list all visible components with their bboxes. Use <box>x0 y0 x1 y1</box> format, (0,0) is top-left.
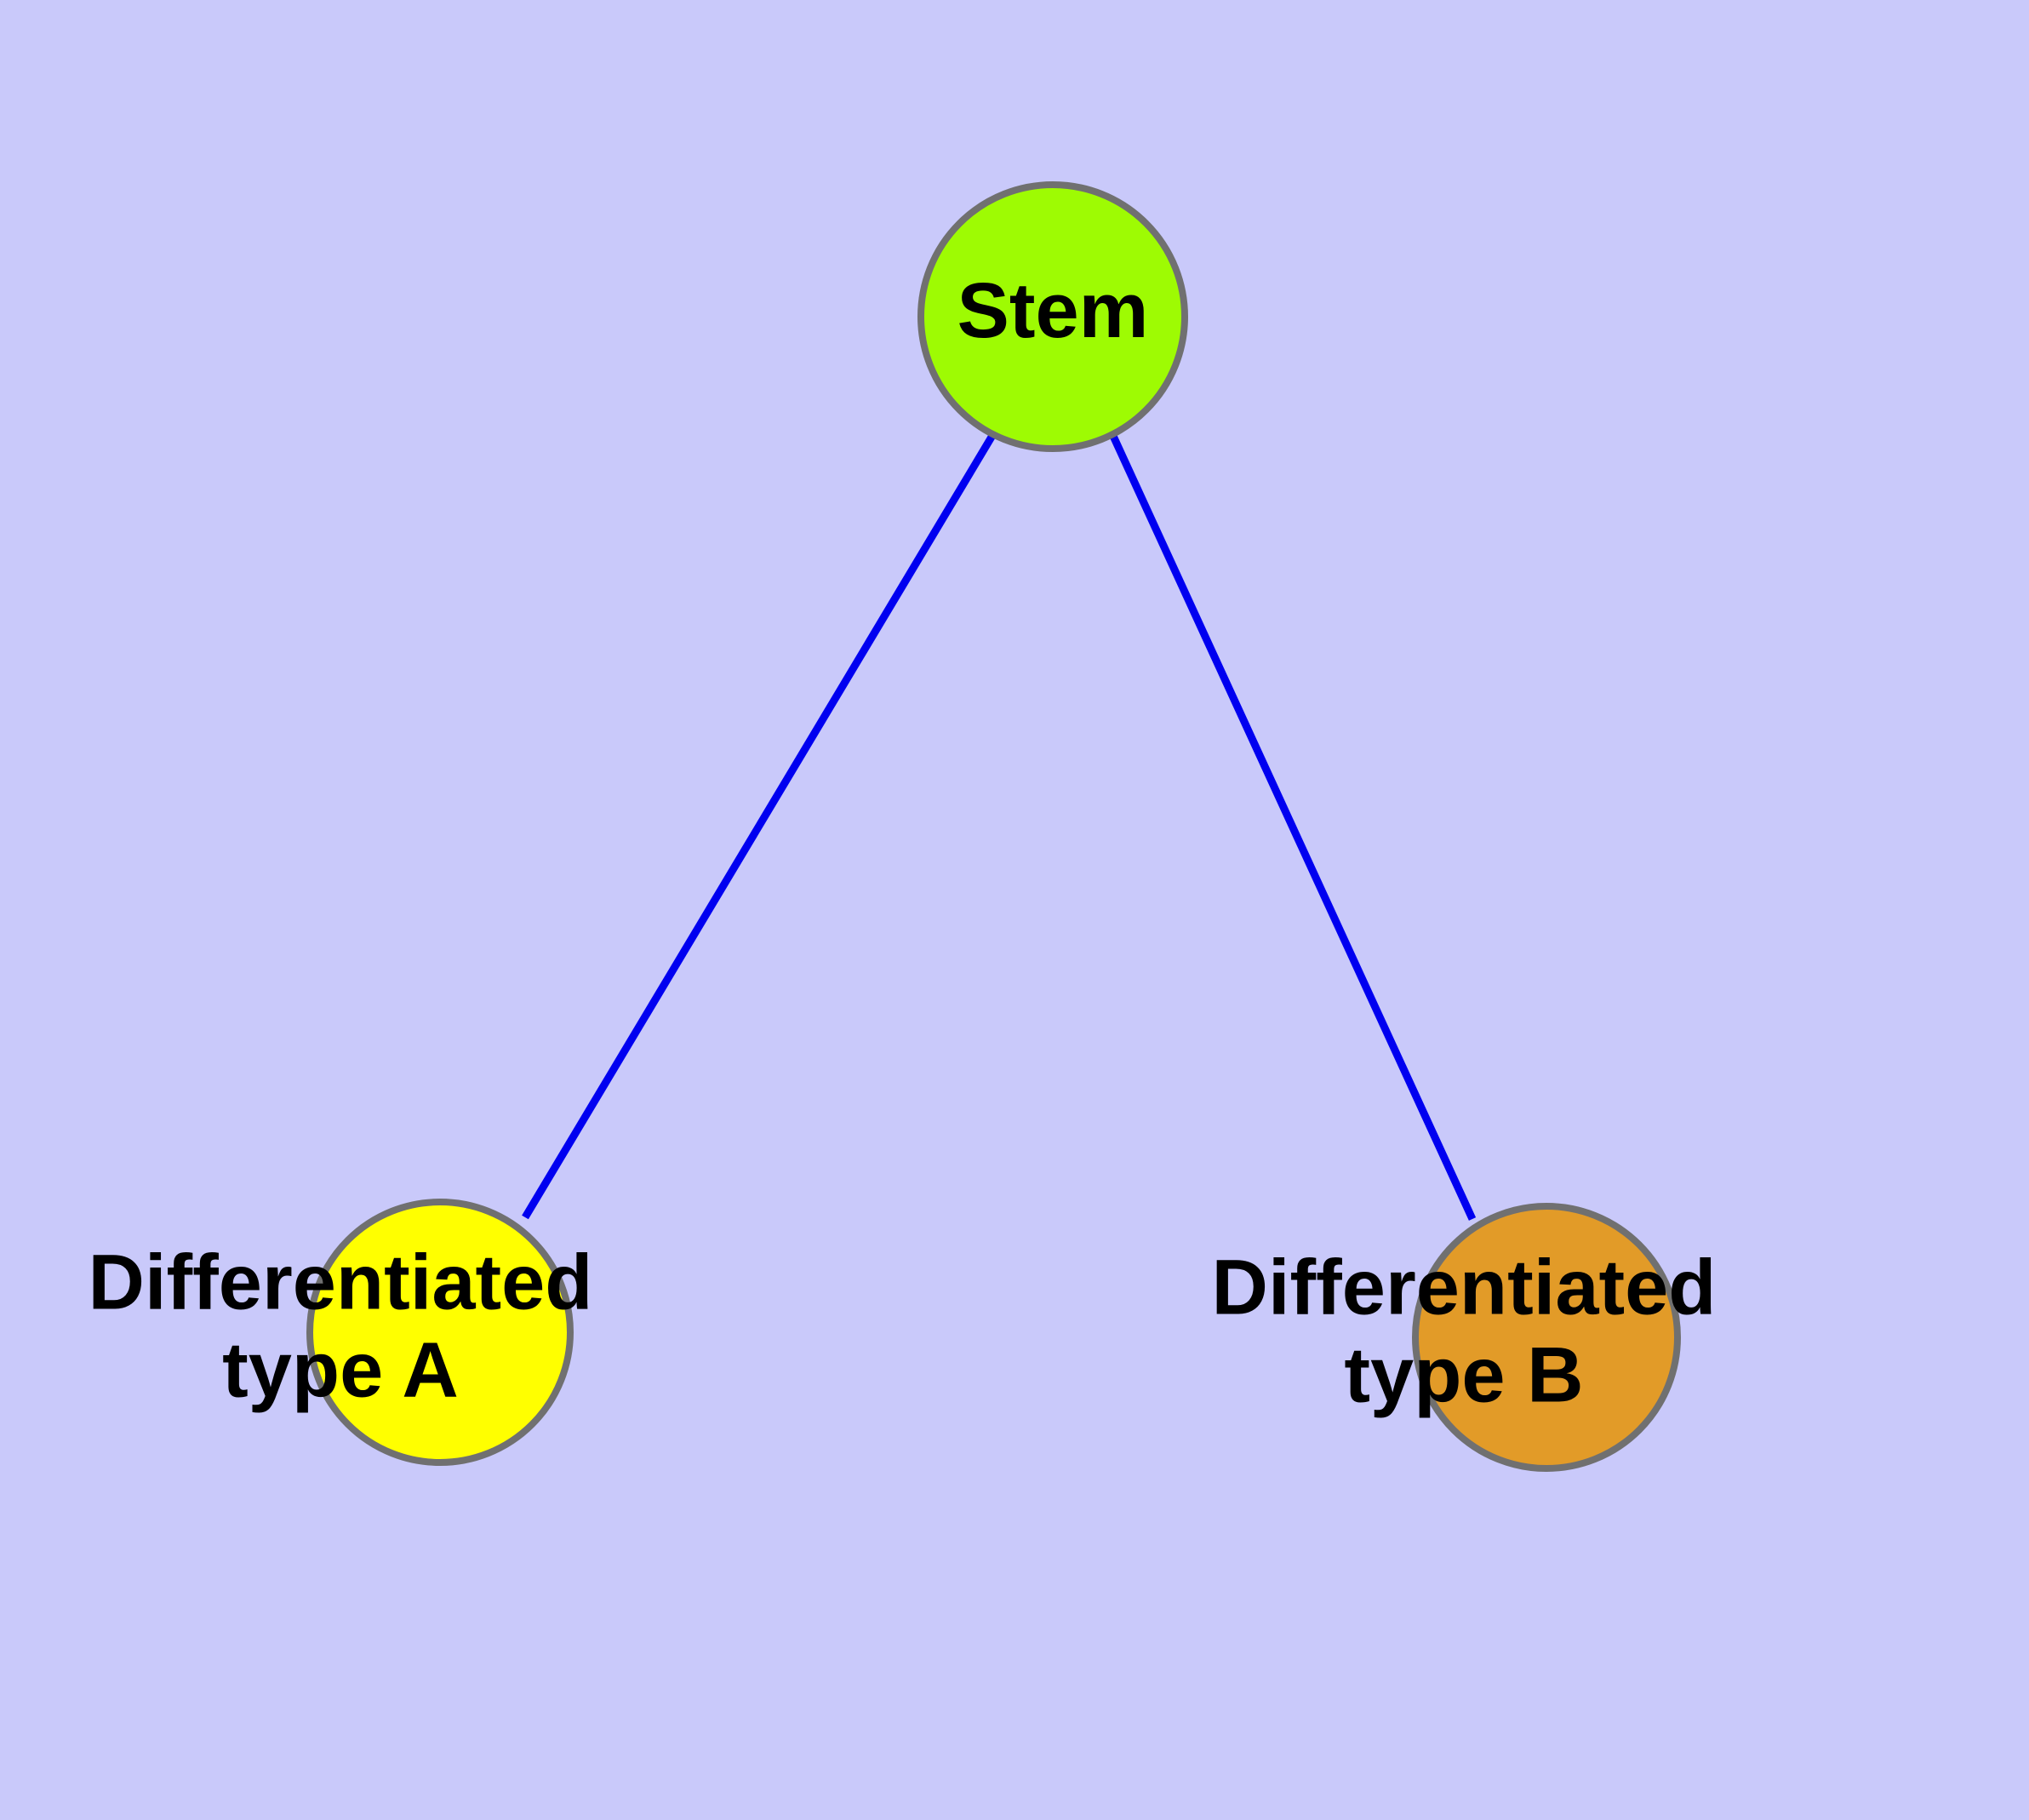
node-label-line: Differentiated <box>1212 1245 1717 1331</box>
node-label-stem: Stem <box>957 267 1149 354</box>
node-stem[interactable] <box>917 181 1188 452</box>
node-label-line: Stem <box>957 267 1149 354</box>
edges-group <box>522 432 1477 1221</box>
edge-stem-to-differentiated-type-b[interactable] <box>1108 432 1477 1221</box>
edge-stem-to-differentiated-type-a[interactable] <box>522 432 997 1220</box>
node-label-line: Differentiated <box>89 1239 593 1326</box>
node-differentiated-type-b[interactable] <box>1412 1203 1681 1472</box>
node-label-line: type A <box>222 1327 459 1414</box>
node-label-line: type B <box>1344 1332 1583 1419</box>
nodes-group <box>306 181 1681 1472</box>
node-differentiated-type-a[interactable] <box>306 1199 574 1466</box>
